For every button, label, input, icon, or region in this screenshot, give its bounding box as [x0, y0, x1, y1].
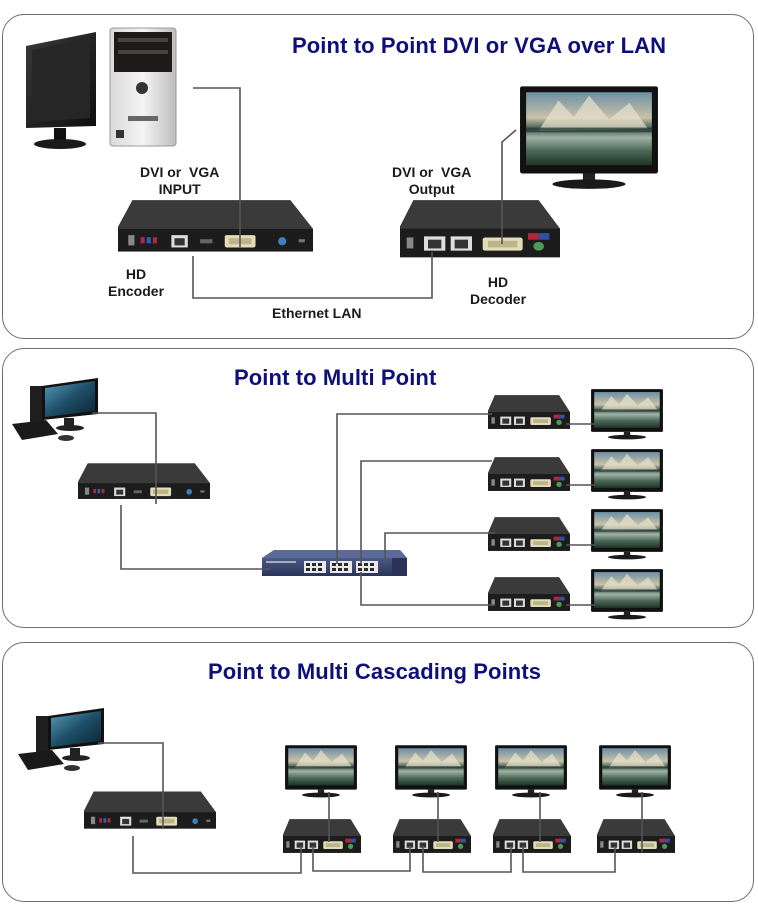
- decoder-icon: [488, 516, 570, 556]
- tv-icon: [518, 84, 660, 190]
- section-title-cascading: Point to Multi Cascading Points: [208, 659, 542, 684]
- tv-icon: [394, 744, 468, 798]
- tv-icon: [590, 448, 664, 500]
- decoder-icon: [488, 456, 570, 496]
- tv-icon: [598, 744, 672, 798]
- encoder-icon: [84, 790, 216, 836]
- pc-tower-icon: [20, 26, 190, 156]
- hd-decoder-icon: [400, 198, 560, 266]
- tv-icon: [494, 744, 568, 798]
- section-title-point-to-point: Point to Point DVI or VGA over LAN: [292, 33, 667, 58]
- tv-icon: [590, 508, 664, 560]
- tv-icon: [590, 388, 664, 440]
- label-ethernet-lan: Ethernet LAN: [272, 305, 362, 321]
- hd-encoder-icon: [118, 198, 313, 262]
- decoder-icon: [488, 576, 570, 616]
- tv-icon: [284, 744, 358, 798]
- decoder-icon: [488, 394, 570, 434]
- decoder-icon: [493, 818, 571, 858]
- label-hd-encoder: HD Encoder: [108, 266, 165, 299]
- network-switch-icon: [262, 548, 407, 584]
- label-hd-decoder: HD Decoder: [470, 274, 527, 307]
- label-encoder-input: DVI or VGA INPUT: [140, 164, 220, 197]
- decoder-icon: [597, 818, 675, 858]
- section-title-point-to-multipoint: Point to Multi Point: [234, 365, 437, 390]
- desktop-pc-icon: [14, 708, 114, 778]
- desktop-pc-icon: [8, 378, 108, 448]
- decoder-icon: [283, 818, 361, 858]
- decoder-icon: [393, 818, 471, 858]
- label-decoder-output: DVI or VGA Output: [392, 164, 472, 197]
- tv-icon: [590, 568, 664, 620]
- encoder-icon: [78, 462, 210, 506]
